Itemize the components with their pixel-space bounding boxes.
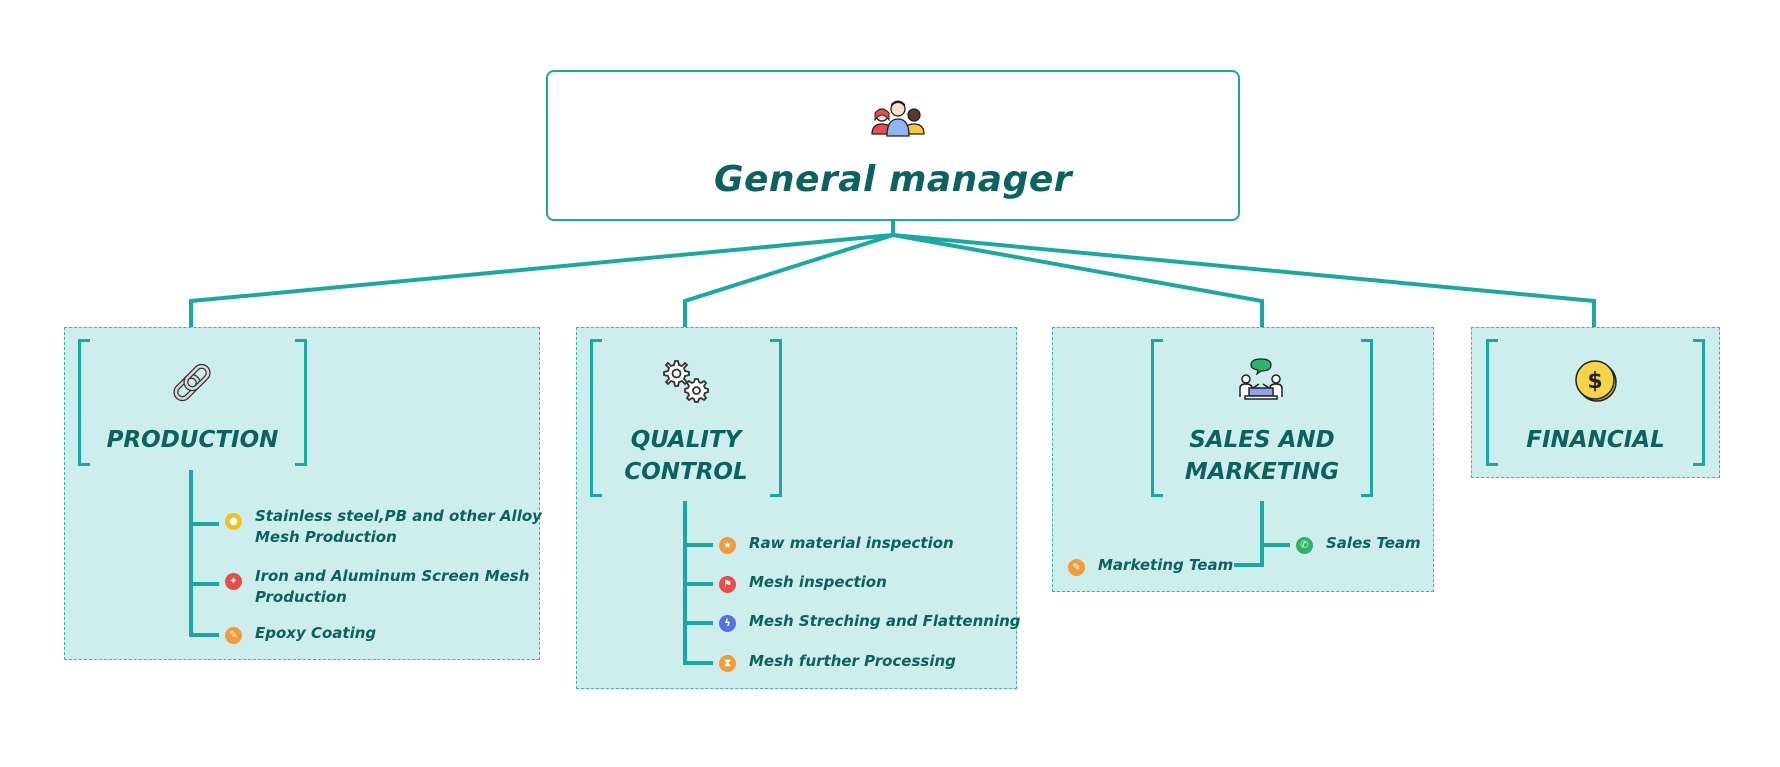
quality-control-title-line1: QUALITY [630,427,742,453]
flag-icon: ⚑ [719,576,736,593]
pushpin-icon: ✦ [225,573,242,590]
dollar-coin-icon: $ [1572,357,1620,405]
production-title: PRODUCTION [106,427,279,453]
sales-marketing-title-line1: SALES AND [1189,427,1335,453]
pencil-icon: ✎ [1068,559,1085,576]
quality-control-title-line2: CONTROL [624,459,748,485]
quality-control-panel [576,327,1017,689]
star-icon: ★ [719,537,736,554]
production-panel [64,327,540,660]
financial-panel [1471,327,1720,478]
sales-marketing-title-frame[interactable]: SALES AND MARKETING [1151,339,1373,497]
financial-title-frame[interactable]: $ FINANCIAL [1486,339,1705,466]
lightning-icon: ϟ [719,615,736,632]
general-manager-node[interactable]: General manager [546,70,1240,221]
hourglass-icon: ⧗ [719,655,736,672]
people-group-icon [870,98,926,138]
general-manager-title: General manager [713,159,1073,200]
connector-financial [892,233,1596,334]
phone-icon: ✆ [1296,537,1313,554]
connector-production [189,233,894,334]
meeting-icon [1237,357,1285,405]
gears-icon [662,357,710,405]
sales-marketing-branch-line [1260,501,1264,567]
production-branch-line [189,470,193,637]
financial-title: FINANCIAL [1526,427,1665,453]
chain-link-icon [168,359,216,407]
quality-control-title-frame[interactable]: QUALITY CONTROL [590,339,782,497]
pencil-icon: ✎ [225,627,242,644]
svg-text:$: $ [1587,369,1602,394]
connector-sales-marketing [892,233,1264,334]
production-title-frame[interactable]: PRODUCTION [78,339,307,466]
connector-quality-control [683,233,894,334]
sales-marketing-title-line2: MARKETING [1184,459,1340,485]
lightbulb-icon: ● [225,513,242,530]
